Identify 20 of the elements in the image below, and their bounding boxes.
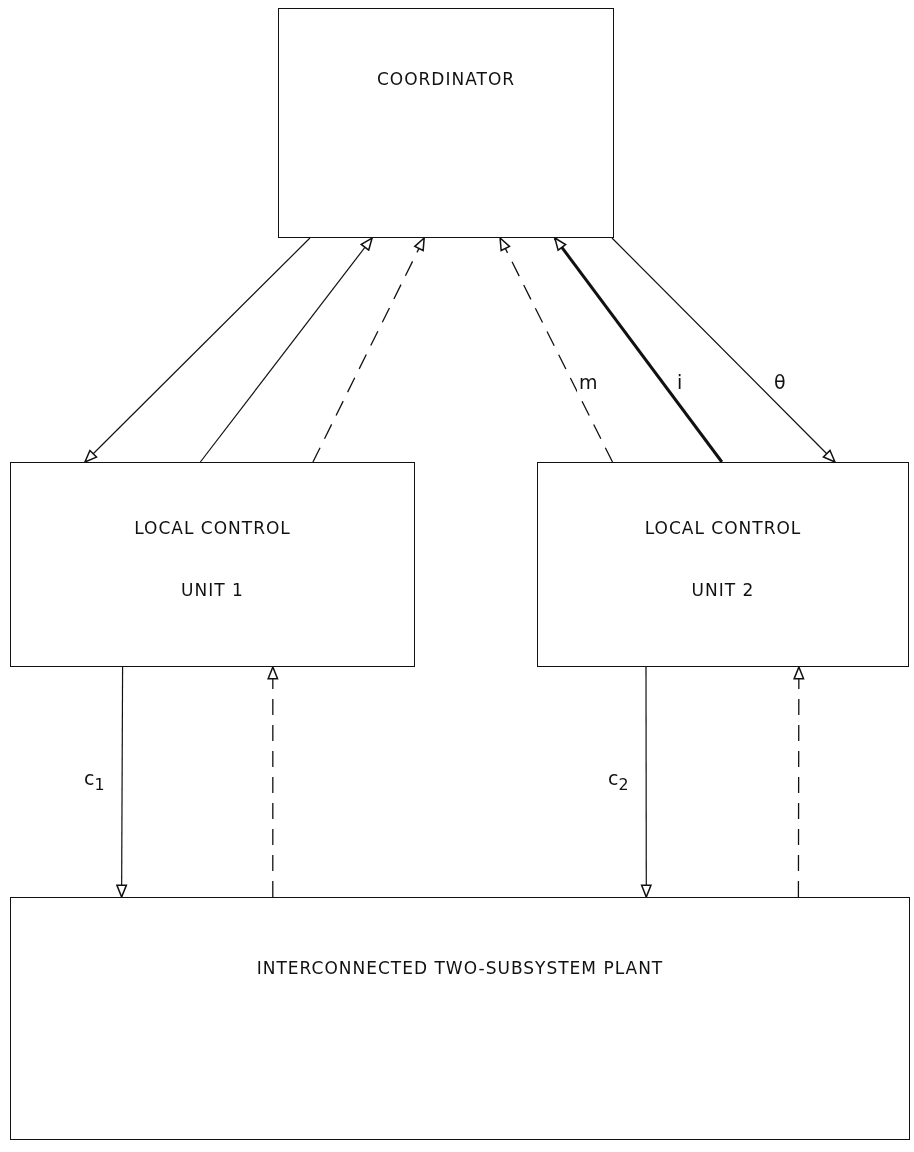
arrow [499, 237, 614, 463]
plant-box [10, 897, 910, 1140]
arrow [312, 237, 425, 463]
arrow [84, 237, 311, 463]
arrow [199, 237, 373, 463]
box-label: LOCAL CONTROL [134, 518, 291, 538]
control-unit-box [537, 462, 909, 667]
arrow [267, 666, 279, 898]
box-label: COORDINATOR [376, 69, 516, 89]
control-unit-box [10, 462, 415, 667]
arrow [553, 237, 724, 463]
box-label: UNIT 2 [691, 580, 755, 600]
box-label: LOCAL CONTROL [644, 518, 802, 538]
box-label: INTERCONNECTED TWO-SUBSYSTEM PLANT [256, 958, 664, 978]
arrow [611, 237, 836, 463]
coordinator-box [278, 8, 614, 238]
box-label: UNIT 1 [181, 580, 244, 600]
arrow [640, 666, 652, 898]
arrow [116, 666, 128, 898]
arrow [793, 666, 805, 898]
